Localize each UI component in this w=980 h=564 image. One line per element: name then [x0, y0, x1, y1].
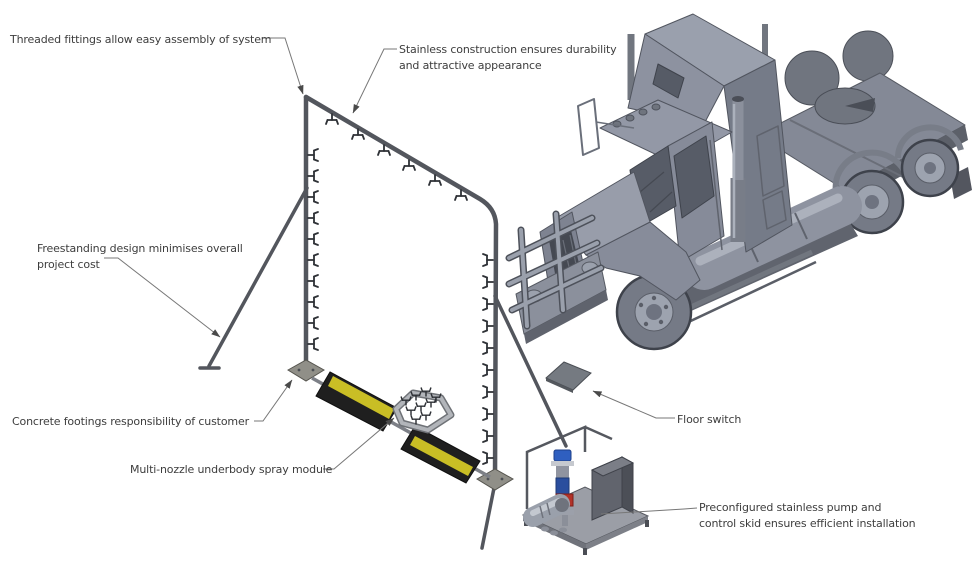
- label-text: Floor switch: [677, 413, 742, 426]
- label-text-line1: Freestanding design minimises overall: [37, 242, 243, 255]
- label-stainless-construction: Stainless construction ensures durabilit…: [399, 42, 617, 74]
- pump-motor: [523, 494, 570, 527]
- label-text-line1: Stainless construction ensures durabilit…: [399, 43, 617, 56]
- rear-wheels-near: [832, 124, 972, 235]
- leader-freestanding: [104, 257, 221, 338]
- concrete-footings: [287, 359, 514, 491]
- leader-lines: [104, 37, 698, 515]
- underbody-ramp-2: [400, 425, 481, 484]
- label-floor-switch: Floor switch: [677, 412, 741, 428]
- truck-illustration: [505, 13, 972, 351]
- spray-arch: [198, 94, 568, 550]
- label-multi-nozzle: Multi-nozzle underbody spray module: [130, 462, 332, 478]
- floor-switch: [545, 361, 592, 393]
- label-text-line2: control skid ensures efficient installat…: [699, 517, 916, 530]
- leader-threaded-fittings: [262, 37, 304, 95]
- sleeper-window: [652, 63, 685, 99]
- mirror: [577, 98, 635, 156]
- leader-pump-skid: [600, 507, 698, 515]
- underbody-spray-module: [392, 387, 455, 434]
- label-freestanding-design: Freestanding design minimises overall pr…: [37, 241, 243, 273]
- spray-nozzles-top-bar: [325, 113, 468, 201]
- rear-wheels-far: [784, 30, 894, 106]
- control-cabinet: [590, 456, 635, 521]
- underbody-ramp-1: [315, 371, 398, 432]
- exhaust-stack-near-icon: [730, 96, 746, 242]
- label-pump-skid: Preconfigured stainless pump and control…: [699, 500, 916, 532]
- leader-stainless: [352, 48, 397, 114]
- label-concrete-footings: Concrete footings responsibility of cust…: [12, 414, 249, 430]
- supply-pipe-down: [480, 486, 496, 550]
- arch-top-bar: [303, 94, 499, 483]
- arch-right-brace: [493, 294, 568, 448]
- label-threaded-fittings: Threaded fittings allow easy assembly of…: [10, 32, 272, 48]
- leader-floor-switch: [592, 390, 675, 419]
- leader-multi-nozzle: [323, 417, 395, 470]
- door-window: [673, 135, 715, 219]
- arch-left-brace: [207, 186, 309, 368]
- spray-nozzles-left-pole: [307, 148, 319, 351]
- spray-nozzles-right-pole: [482, 253, 494, 465]
- label-text-line1: Preconfigured stainless pump and: [699, 501, 882, 514]
- label-text: Threaded fittings allow easy assembly of…: [10, 33, 272, 46]
- fifth-wheel: [814, 87, 876, 125]
- label-text-line2: and attractive appearance: [399, 59, 542, 72]
- footing-left: [287, 359, 325, 382]
- label-text: Multi-nozzle underbody spray module: [130, 463, 333, 476]
- label-text-line2: project cost: [37, 258, 100, 271]
- leader-concrete-footings: [254, 379, 293, 422]
- bull-bar: [505, 210, 605, 330]
- skid-frame: [525, 425, 613, 509]
- pump-control-skid: [521, 425, 650, 555]
- label-text: Concrete footings responsibility of cust…: [12, 415, 249, 428]
